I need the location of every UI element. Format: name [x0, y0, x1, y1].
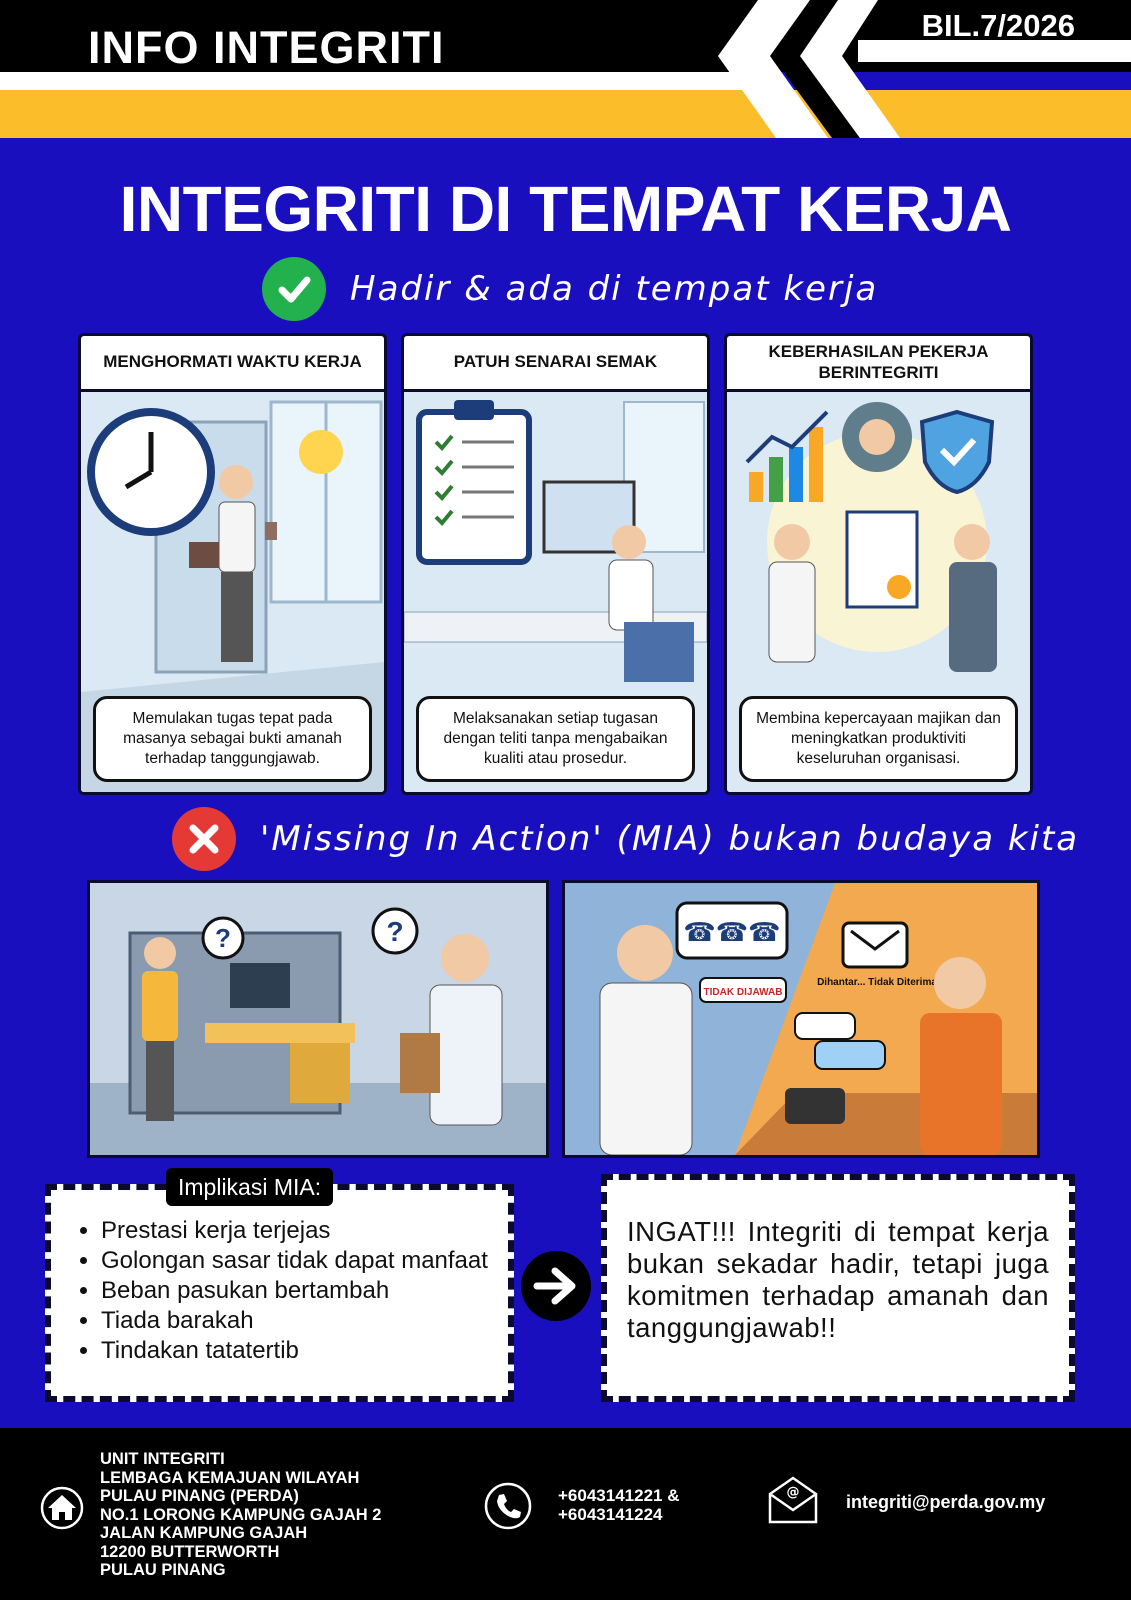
check-icon — [262, 257, 326, 321]
email-envelope-icon: @ — [768, 1476, 818, 1524]
illustration-empty-cubicle: ? ? — [90, 883, 546, 1155]
header-white-stripe — [0, 72, 760, 90]
illustration-phone-calls: ☎☎☎ TIDAK DIJAWAB Dihantar... Tidak Dite… — [565, 883, 1037, 1155]
dont-heading: 'Missing In Action' (MIA) bukan budaya k… — [172, 806, 1079, 872]
header-yellow-band — [0, 90, 1131, 138]
footer-email[interactable]: integriti@perda.gov.my — [846, 1492, 1046, 1512]
panel-caption: Memulakan tugas tepat pada masanya sebag… — [93, 696, 372, 782]
list-item: Golongan sasar tidak dapat manfaat — [101, 1246, 508, 1276]
scene-unanswered-calls: ☎☎☎ TIDAK DIJAWAB Dihantar... Tidak Dite… — [562, 880, 1040, 1158]
phone-call-icon: ☎☎☎ — [675, 901, 789, 960]
chat-bubble-icon — [794, 1012, 886, 1070]
svg-text:?: ? — [215, 923, 231, 953]
chevron-decoration — [718, 0, 1131, 138]
question-bubble-icon: ? — [371, 907, 419, 955]
svg-text:@: @ — [787, 1485, 800, 1500]
arrow-right-icon — [521, 1251, 591, 1321]
svg-text:?: ? — [386, 916, 403, 947]
panel-checklist: PATUH SENARAI SEMAK Melaksanakan setiap … — [401, 333, 710, 795]
clipboard-checklist-icon — [416, 400, 532, 565]
panel-success: KEBERHASILAN PEKERJA BERINTEGRITI Membin… — [724, 333, 1033, 795]
certificate-icon — [845, 510, 919, 609]
scene-empty-desk: ? ? — [87, 880, 549, 1158]
page-title: INTEGRITI DI TEMPAT KERJA — [119, 173, 1012, 245]
reminder-box: INGAT!!! Integriti di tempat kerja bukan… — [601, 1174, 1075, 1402]
issue-number: BIL.7/2026 — [921, 8, 1075, 43]
list-item: Beban pasukan bertambah — [101, 1276, 508, 1306]
footer: UNIT INTEGRITI LEMBAGA KEMAJUAN WILAYAH … — [0, 1428, 1131, 1600]
implications-list: Prestasi kerja terjejas Golongan sasar t… — [51, 1190, 508, 1366]
tag-unanswered: TIDAK DIJAWAB — [704, 987, 783, 998]
header-banner: INFO INTEGRITI BIL.7/2026 — [0, 0, 1131, 138]
implications-box: Prestasi kerja terjejas Golongan sasar t… — [45, 1184, 514, 1402]
dont-heading-text: 'Missing In Action' (MIA) bukan budaya k… — [260, 819, 1080, 859]
question-bubble-icon: ? — [201, 916, 245, 960]
panel-caption: Melaksanakan setiap tugasan dengan telit… — [416, 696, 695, 782]
header-title: INFO INTEGRITI — [88, 22, 445, 73]
footer-address: UNIT INTEGRITI LEMBAGA KEMAJUAN WILAYAH … — [100, 1450, 382, 1579]
panel-title: KEBERHASILAN PEKERJA BERINTEGRITI — [727, 336, 1030, 392]
teamwork-hands-icon — [842, 402, 912, 472]
growth-chart-icon — [745, 410, 829, 502]
implications-label: Implikasi MIA: — [166, 1168, 334, 1206]
cross-icon — [172, 807, 236, 871]
panel-title: PATUH SENARAI SEMAK — [404, 336, 707, 392]
svg-text:☎☎☎: ☎☎☎ — [683, 918, 780, 948]
do-heading-text: Hadir & ada di tempat kerja — [350, 269, 879, 309]
list-item: Tindakan tatatertib — [101, 1336, 508, 1366]
desk-phone-icon — [785, 1088, 845, 1124]
shield-check-icon — [919, 409, 995, 495]
wall-clock-icon — [87, 408, 215, 536]
home-icon — [40, 1486, 84, 1530]
reminder-text: INGAT!!! Integriti di tempat kerja bukan… — [627, 1216, 1049, 1343]
tag-sent: Dihantar... Tidak Diterima — [817, 977, 937, 988]
list-item: Prestasi kerja terjejas — [101, 1216, 508, 1246]
envelope-icon — [841, 921, 909, 969]
list-item: Tiada barakah — [101, 1306, 508, 1336]
panel-title: MENGHORMATI WAKTU KERJA — [81, 336, 384, 392]
do-heading: Hadir & ada di tempat kerja — [262, 256, 878, 322]
phone-icon — [484, 1482, 532, 1530]
panel-caption: Membina kepercayaan majikan dan meningka… — [739, 696, 1018, 782]
panel-punctuality: MENGHORMATI WAKTU KERJA Memulakan tugas … — [78, 333, 387, 795]
footer-phone[interactable]: +6043141221 & +6043141224 — [558, 1486, 680, 1524]
